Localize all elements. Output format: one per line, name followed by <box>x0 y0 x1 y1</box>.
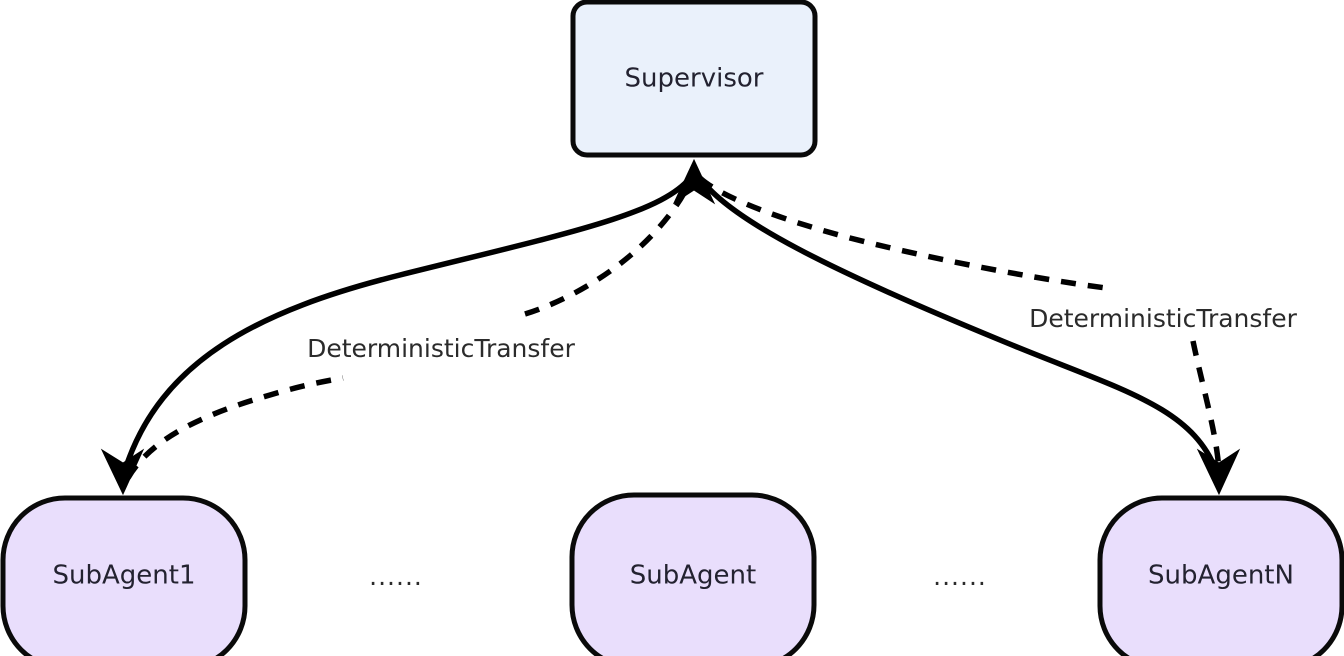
edge-label-left: DeterministicTransfer <box>307 334 576 363</box>
subagent-label: SubAgent <box>630 561 756 591</box>
edge-transfer-right <box>1190 340 1222 475</box>
node-supervisor[interactable]: Supervisor <box>570 0 818 158</box>
arrow-into-subagent1 <box>100 448 145 496</box>
edge-supervisor-to-subagent1 <box>122 176 693 471</box>
subagent-box[interactable] <box>569 492 817 656</box>
supervisor-box[interactable] <box>570 0 818 158</box>
edge-transfer-left <box>125 375 344 480</box>
subagentN-label: SubAgentN <box>1148 561 1294 591</box>
edge-supervisor-to-subagentN <box>697 176 1219 472</box>
ellipsis-left: ...... <box>369 562 423 591</box>
node-subagentN[interactable]: SubAgentN <box>1097 495 1344 656</box>
subagent1-box[interactable] <box>0 495 248 656</box>
node-subagent[interactable]: SubAgent <box>569 492 817 656</box>
supervisor-label: Supervisor <box>625 64 764 94</box>
ellipsis-right: ...... <box>933 562 987 591</box>
edge-label-right: DeterministicTransfer <box>1029 304 1298 333</box>
subagentN-box[interactable] <box>1097 495 1344 656</box>
arrow-into-supervisor <box>672 158 716 205</box>
node-subagent1[interactable]: SubAgent1 <box>0 495 248 656</box>
arrow-into-subagentN <box>1196 448 1241 496</box>
subagent1-label: SubAgent1 <box>53 561 196 591</box>
edge-transfer-mid-right <box>698 175 1107 291</box>
